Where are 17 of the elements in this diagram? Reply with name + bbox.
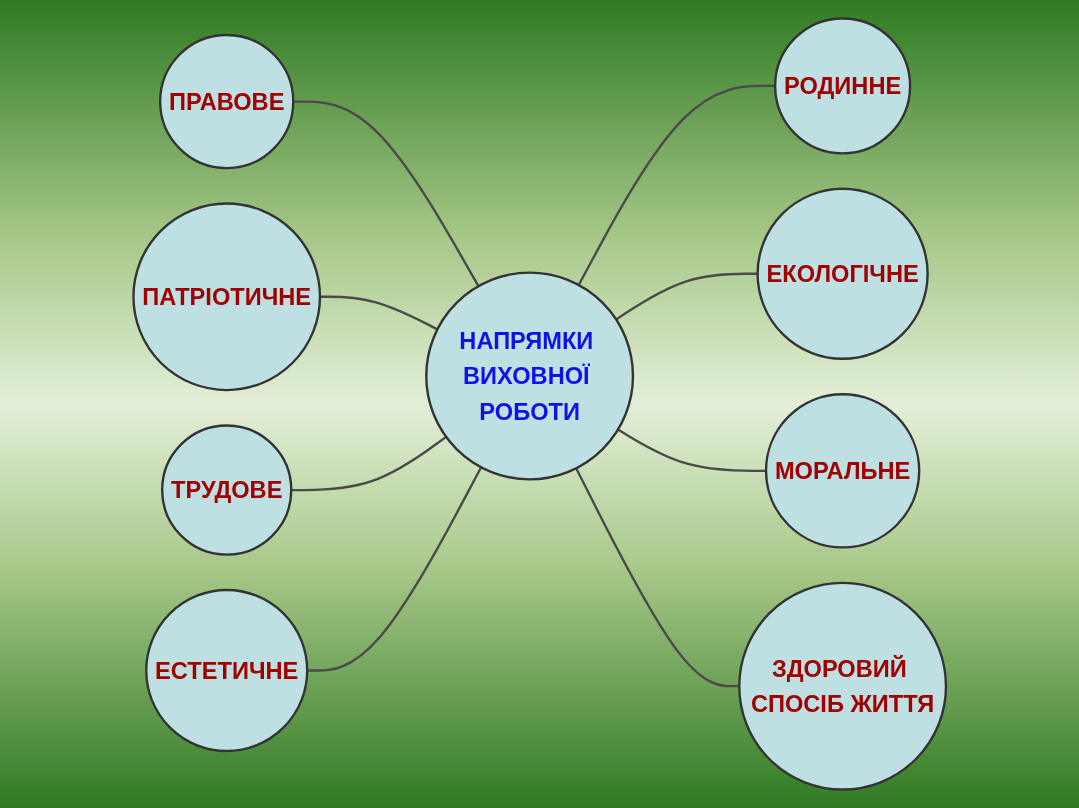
- node-circle: ЗДОРОВИЙ СПОСІБ ЖИТТЯ: [737, 581, 947, 791]
- connector: [307, 466, 482, 672]
- node-circle: ЕСТЕТИЧНЕ: [144, 588, 309, 753]
- node-circle: ТРУДОВЕ: [160, 424, 293, 556]
- connector: [615, 272, 758, 321]
- node-circle: НАПРЯМКИ ВИХОВНОЇ РОБОТИ: [424, 271, 634, 481]
- connector: [574, 467, 740, 688]
- connector: [291, 435, 447, 492]
- node-circle: РОДИННЕ: [773, 17, 912, 155]
- node-circle: ЕКОЛОГІЧНЕ: [756, 187, 929, 360]
- connector: [617, 428, 766, 472]
- connector: [319, 295, 438, 331]
- connector: [577, 84, 775, 286]
- node-circle: ПРАВОВЕ: [158, 33, 295, 170]
- node-circle: ПАТРІОТИЧНЕ: [132, 202, 321, 392]
- node-circle: МОРАЛЬНЕ: [764, 393, 921, 549]
- connector: [293, 100, 480, 287]
